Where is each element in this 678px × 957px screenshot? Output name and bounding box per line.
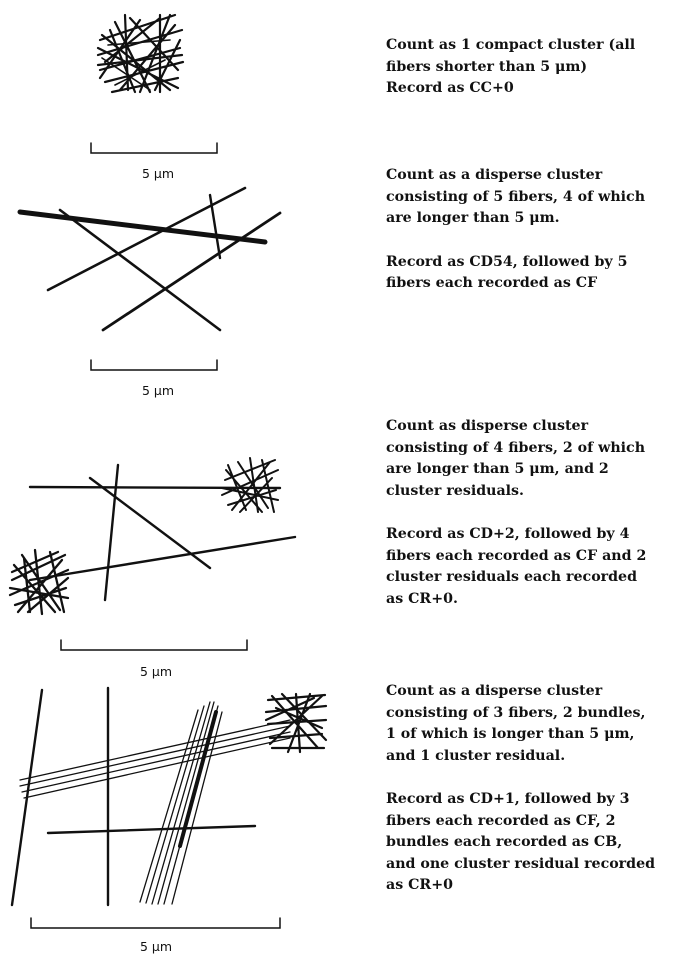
panel-4-description: Count as a disperse cluster consisting o…: [386, 681, 678, 897]
record-line: fibers each recorded as CF and 2: [386, 547, 647, 564]
scale-bar-2: [90, 359, 218, 371]
scale-bar-4: [30, 917, 281, 929]
count-line: consisting of 3 fibers, 2 bundles,: [386, 704, 646, 721]
record-line: Record as CD+2, followed by 4: [386, 526, 630, 542]
cluster-residual-left: [8, 548, 70, 616]
fiber-bundle-diagonal: [139, 701, 223, 905]
description-line: Count as 1 compact cluster (all: [386, 37, 636, 53]
scale-bar-label: 5 μm: [142, 166, 174, 181]
disperse-cluster-5-fibers-drawing: [17, 186, 282, 332]
count-line: Count as a disperse cluster: [386, 167, 603, 183]
scale-bar-label: 5 μm: [142, 383, 174, 398]
panel-2-description: Count as a disperse cluster consisting o…: [386, 165, 678, 295]
record-line: fibers each recorded as CF, 2: [386, 812, 616, 829]
record-line: Record as CD54, followed by 5: [386, 253, 628, 270]
count-line: Count as a disperse cluster: [386, 683, 603, 699]
count-line: are longer than 5 μm.: [386, 210, 560, 226]
panel-1-description: Count as 1 compact cluster (all fibers s…: [386, 35, 678, 100]
fiber-diagrams: 5 μm 5 μm 5 μm: [8, 13, 328, 954]
record-line: and one cluster residual recorded: [386, 855, 656, 872]
count-line: and 1 cluster residual.: [386, 747, 566, 764]
scale-bar-3: [60, 639, 248, 651]
scale-bar-1: [90, 142, 218, 154]
disperse-cluster-3-fibers-drawing: [10, 686, 257, 907]
description-line: Record as CC+0: [386, 80, 514, 96]
scale-bar-label: 5 μm: [140, 939, 172, 954]
count-line: cluster residuals.: [386, 482, 524, 499]
count-line: 1 of which is longer than 5 μm,: [386, 726, 635, 742]
count-line: Count as disperse cluster: [386, 418, 589, 434]
record-line: as CR+0: [386, 877, 453, 893]
cluster-residual-top-right: [264, 692, 328, 754]
record-line: cluster residuals each recorded: [386, 569, 638, 585]
cluster-residual-right: [221, 457, 279, 513]
record-line: fibers each recorded as CF: [386, 275, 598, 291]
scale-bar-label: 5 μm: [140, 664, 172, 679]
count-line: consisting of 4 fibers, 2 of which: [386, 439, 646, 456]
record-line: Record as CD+1, followed by 3: [386, 791, 630, 807]
fiber-bundle-horizontal: [19, 719, 291, 799]
compact-cluster-drawing: [96, 13, 185, 94]
disperse-cluster-4-fibers-drawing: [28, 463, 297, 602]
description-line: fibers shorter than 5 μm): [386, 58, 588, 75]
record-line: as CR+0.: [386, 590, 458, 607]
count-line: are longer than 5 μm, and 2: [386, 461, 609, 477]
count-line: consisting of 5 fibers, 4 of which: [386, 188, 646, 205]
panel-3-description: Count as disperse cluster consisting of …: [386, 416, 678, 610]
record-line: bundles each recorded as CB,: [386, 834, 623, 850]
